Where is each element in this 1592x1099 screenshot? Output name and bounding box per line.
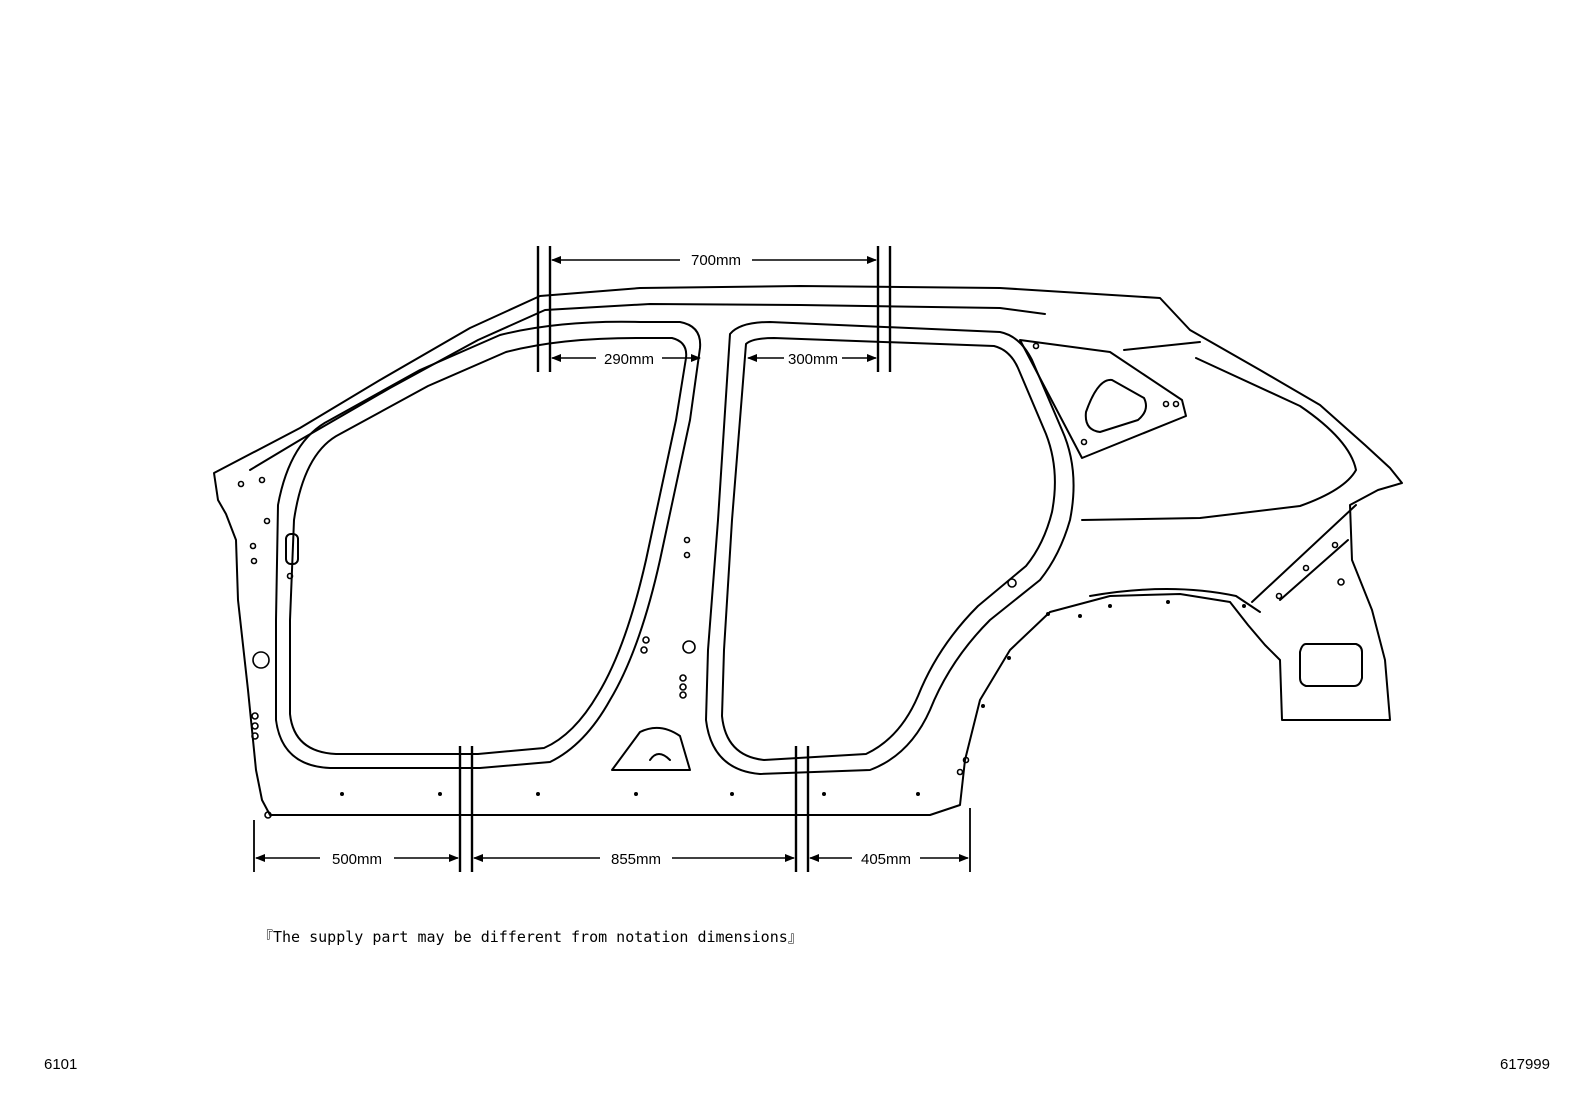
hole	[962, 756, 970, 764]
dot	[340, 792, 344, 796]
dot	[981, 704, 985, 708]
hole	[251, 722, 259, 730]
front-door-opening-outer	[275, 320, 702, 769]
hole	[683, 536, 691, 544]
quarter-window-frame	[1019, 339, 1187, 459]
front-door-opening-inner	[289, 337, 688, 755]
dot	[822, 792, 826, 796]
dim-label-front-upper: 290mm	[604, 351, 654, 368]
dot	[730, 792, 734, 796]
dim-label-rear-upper: 300mm	[788, 351, 838, 368]
hole	[1080, 438, 1088, 446]
hole	[1007, 578, 1017, 588]
hole	[1032, 342, 1040, 350]
hole	[642, 636, 650, 644]
hole	[1331, 541, 1339, 549]
dot	[1108, 604, 1112, 608]
c-pillar-line	[1081, 341, 1357, 521]
hole	[263, 517, 271, 525]
hole	[640, 646, 648, 654]
panel-outline	[213, 285, 1403, 816]
dot	[438, 792, 442, 796]
hole	[251, 712, 259, 720]
dim-label-sill-rear: 405mm	[861, 851, 911, 868]
dim-label-sill-middle: 855mm	[611, 851, 661, 868]
dimension-note: 『The supply part may be different from n…	[258, 928, 803, 946]
rear-door-opening-inner	[721, 337, 1056, 761]
hole	[250, 557, 258, 565]
dim-label-sill-front: 500mm	[332, 851, 382, 868]
hole	[956, 768, 964, 776]
dim-label-roof: 700mm	[691, 252, 741, 269]
hole	[252, 651, 270, 669]
b-pillar-access-hole	[611, 726, 691, 771]
footer-right-code: 617999	[1499, 1056, 1550, 1073]
rear-door-opening-outer	[705, 321, 1075, 775]
dot	[916, 792, 920, 796]
dot	[1078, 614, 1082, 618]
hole	[1172, 400, 1180, 408]
hole	[258, 476, 266, 484]
hole	[286, 572, 294, 580]
dot	[536, 792, 540, 796]
quarter-window-hole	[1084, 378, 1147, 433]
hole	[1337, 578, 1345, 586]
hole	[237, 480, 245, 488]
hole	[1162, 400, 1170, 408]
dot	[1007, 656, 1011, 660]
wheel-arch-inner	[1089, 588, 1261, 613]
dot	[634, 792, 638, 796]
hole	[264, 811, 272, 819]
hole	[682, 640, 696, 654]
hole	[683, 551, 691, 559]
dot	[1046, 612, 1050, 616]
hole	[679, 691, 687, 699]
hole	[251, 732, 259, 740]
b-pillar-slot	[649, 753, 671, 761]
footer-left-code: 6101	[44, 1056, 78, 1073]
dot	[1242, 604, 1246, 608]
rear-lamp-pocket	[1299, 643, 1363, 687]
hole	[679, 683, 687, 691]
roof-rail-inner	[249, 303, 1046, 471]
dot	[1166, 600, 1170, 604]
front-pillar-slot	[285, 533, 299, 565]
hole	[1302, 564, 1310, 572]
hole	[1275, 592, 1283, 600]
rear-lamp-lines	[1251, 504, 1357, 603]
hole	[249, 542, 257, 550]
hole	[679, 674, 687, 682]
